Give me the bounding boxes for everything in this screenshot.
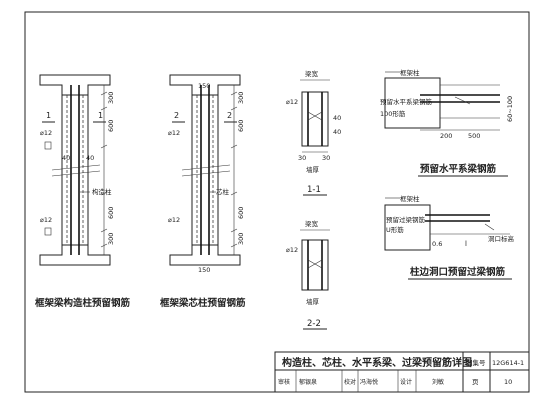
review-label: 审核	[278, 378, 290, 386]
fig-a-dim-bot: 300	[107, 233, 115, 245]
section-1-1: 梁宽 ⌀12 40 40 30 30 墙厚 1-1	[286, 69, 341, 196]
check-label: 校对	[344, 378, 356, 386]
fig-b-dim-mid: 600	[237, 120, 245, 132]
fig-a-rebar-tag-top: ⌀12	[40, 129, 52, 137]
sec-1-width-label: 梁宽	[305, 69, 319, 78]
fig-c-dim-2: 500	[468, 132, 480, 140]
fig-c-dim-1: 200	[440, 132, 452, 140]
figure-horizontal-tie-beam: 框架柱 预留水平系梁钢筋 100形筋 200 500 60~100 预留水平系梁…	[380, 68, 514, 177]
sec-2-rebar: ⌀12	[286, 246, 298, 254]
reviewer-name: 郁银泉	[299, 378, 317, 386]
sec-1-rebar: ⌀12	[286, 98, 298, 106]
sec-2-thick-label: 墙厚	[306, 297, 320, 306]
fig-a-rebar-tag-bottom: ⌀12	[40, 216, 52, 224]
fig-d-bar-label: 预留过梁钢筋	[386, 215, 426, 224]
design-label: 设计	[400, 378, 412, 386]
fig-a-caption: 框架梁构造柱预留钢筋	[35, 297, 131, 309]
fig-d-hook-label: U形筋	[386, 225, 404, 234]
fig-a-column-label: 构造柱	[92, 187, 112, 196]
figure-constructional-column: 1 1 ⌀12 ⌀12 40 40 构造柱 300 600 600 300 框架…	[35, 74, 131, 309]
fig-b-dim-bot-h: 150	[198, 266, 210, 274]
fig-b-dim-top-h: 150	[198, 82, 210, 90]
fig-b-rebar-tag-top: ⌀12	[168, 129, 180, 137]
designer-name: 刘敏	[432, 378, 444, 386]
fig-b-dim-bot-mid: 600	[237, 207, 245, 219]
fig-b-column-label: 芯柱	[216, 187, 230, 196]
fig-a-dim-top: 300	[107, 92, 115, 104]
page-number: 10	[504, 378, 512, 386]
fig-d-caption: 柱边洞口预留过梁钢筋	[410, 266, 506, 278]
atlas-number: 12G614-1	[492, 359, 524, 367]
fig-b-section-left: 2	[174, 111, 179, 120]
sec-1-dim-1: 40	[333, 114, 341, 122]
fig-a-width-1: 40	[62, 154, 70, 162]
atlas-label: 图集号	[466, 358, 486, 367]
fig-b-caption: 框架梁芯柱预留钢筋	[160, 297, 246, 309]
page-label: 页	[472, 378, 479, 386]
sec-1-dim-3: 30	[298, 154, 306, 162]
fig-d-dim-2: l	[465, 240, 467, 248]
sec-2-width-label: 梁宽	[305, 219, 319, 228]
fig-c-bar-label: 预留水平系梁钢筋	[380, 97, 433, 106]
sec-1-title: 1-1	[307, 185, 321, 195]
fig-d-frame-label: 框架柱	[400, 194, 420, 203]
section-2-2: 梁宽 ⌀12 墙厚 2-2	[286, 219, 330, 330]
fig-a-section-left: 1	[46, 111, 51, 120]
fig-c-frame-label: 框架柱	[400, 68, 420, 77]
drawing-title: 构造柱、芯柱、水平系梁、过梁预留筋详图	[282, 356, 472, 369]
title-block: 构造柱、芯柱、水平系梁、过梁预留筋详图 图集号 12G614-1 审核 郁银泉 …	[274, 351, 530, 393]
checker-name: 冯海悦	[360, 378, 378, 386]
fig-d-opening-label: 洞口标高	[488, 234, 515, 243]
fig-a-width-2: 40	[86, 154, 94, 162]
figure-lintel-reserve: 框架柱 预留过梁钢筋 U形筋 洞口标高 0.6 l 柱边洞口预留过梁钢筋	[384, 194, 515, 280]
sec-1-dim-4: 30	[322, 154, 330, 162]
fig-c-hook-label: 100形筋	[380, 109, 406, 118]
fig-c-caption: 预留水平系梁钢筋	[420, 163, 497, 175]
fig-c-dim-3: 60~100	[506, 96, 514, 122]
fig-a-section-right: 1	[98, 111, 103, 120]
sec-1-thick-label: 墙厚	[306, 165, 320, 174]
sec-1-dim-2: 40	[333, 128, 341, 136]
fig-b-rebar-tag-bottom: ⌀12	[168, 216, 180, 224]
figure-core-column: 150 150 2 2 ⌀12 ⌀12 芯柱 300 600 600 300 框…	[160, 74, 246, 309]
fig-b-dim-bot: 300	[237, 233, 245, 245]
fig-a-dim-mid: 600	[107, 120, 115, 132]
fig-d-dim-1: 0.6	[432, 240, 442, 248]
fig-a-dim-bot-mid: 600	[107, 207, 115, 219]
sheet-border	[24, 11, 530, 393]
fig-b-dim-top: 300	[237, 92, 245, 104]
sec-2-title: 2-2	[307, 319, 321, 329]
fig-b-section-right: 2	[227, 111, 232, 120]
